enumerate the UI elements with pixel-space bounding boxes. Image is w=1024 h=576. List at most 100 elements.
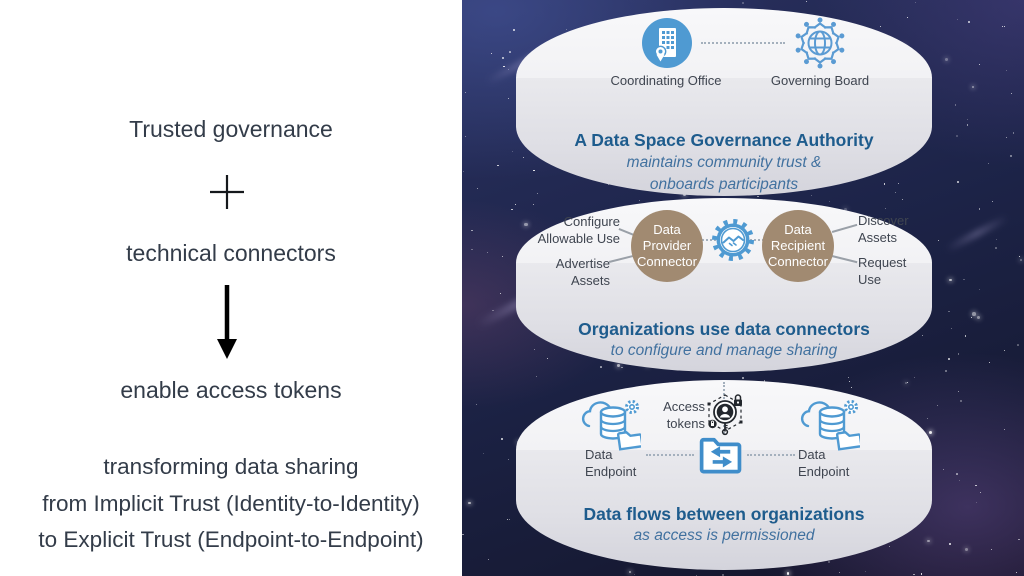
star bbox=[532, 203, 534, 205]
star bbox=[1020, 259, 1023, 262]
star bbox=[978, 208, 981, 210]
star bbox=[956, 135, 958, 137]
paragraph-line: transforming data sharing bbox=[103, 454, 359, 479]
star bbox=[547, 358, 549, 360]
star bbox=[964, 335, 966, 337]
star bbox=[638, 199, 641, 202]
star bbox=[926, 418, 928, 420]
space-background: Coordinating Office bbox=[462, 0, 1024, 576]
star bbox=[1005, 137, 1007, 139]
paragraph-line: to Explicit Trust (Endpoint-to-Endpoint) bbox=[38, 527, 424, 552]
star bbox=[980, 491, 981, 493]
enable-access-tokens-text: enable access tokens bbox=[120, 377, 342, 403]
star bbox=[942, 468, 945, 471]
star bbox=[757, 195, 759, 198]
star bbox=[465, 136, 467, 138]
star bbox=[616, 364, 620, 368]
connectors-disc: Configure Allowable Use Advertise Assets… bbox=[516, 198, 932, 372]
governing-board-icon bbox=[795, 17, 845, 69]
star bbox=[503, 65, 505, 67]
star bbox=[964, 548, 968, 552]
star bbox=[950, 327, 952, 329]
star bbox=[511, 208, 513, 211]
disc-body bbox=[516, 78, 932, 196]
disc3-title: Data flows between organizations bbox=[583, 504, 865, 524]
star bbox=[897, 182, 900, 185]
data-flow-disc: Data Endpoint Access tokens bbox=[516, 380, 932, 570]
star bbox=[991, 548, 993, 550]
star bbox=[1015, 571, 1017, 574]
star bbox=[995, 239, 997, 241]
star bbox=[945, 369, 947, 372]
data-provider-connector: Data Provider Connector bbox=[631, 210, 703, 282]
star bbox=[499, 292, 501, 294]
dotted-connector-line bbox=[646, 454, 694, 456]
star bbox=[628, 570, 632, 574]
star bbox=[972, 312, 976, 316]
star bbox=[972, 85, 975, 88]
star bbox=[850, 386, 852, 389]
star bbox=[991, 201, 993, 202]
star bbox=[491, 52, 493, 54]
star bbox=[722, 574, 724, 576]
star bbox=[958, 480, 960, 482]
star bbox=[828, 201, 830, 202]
star bbox=[907, 17, 909, 19]
disc1-subtitle-line1: maintains community trust & bbox=[626, 154, 822, 171]
star bbox=[535, 375, 537, 377]
dotted-connector-line bbox=[747, 454, 795, 456]
star bbox=[1003, 26, 1005, 27]
star bbox=[621, 366, 623, 369]
star bbox=[957, 353, 960, 355]
star bbox=[838, 572, 840, 574]
disc1-subtitle-line2: onboards participants bbox=[649, 176, 799, 193]
star bbox=[497, 164, 499, 167]
star bbox=[844, 207, 848, 211]
governance-authority-disc: Coordinating Office bbox=[516, 8, 932, 204]
star bbox=[1003, 349, 1005, 351]
star bbox=[944, 57, 949, 61]
transforming-paragraph: transforming data sharing from Implicit … bbox=[0, 449, 462, 559]
transfer-folder-icon bbox=[699, 437, 742, 474]
star bbox=[513, 29, 515, 31]
star bbox=[948, 310, 951, 313]
disc2-subtitle-line1: to configure and manage sharing bbox=[610, 342, 838, 359]
star bbox=[967, 118, 969, 120]
technical-connectors-text: technical connectors bbox=[126, 240, 336, 266]
data-endpoint-left-label: Data Endpoint bbox=[585, 447, 637, 479]
star bbox=[978, 288, 981, 291]
star bbox=[509, 51, 511, 53]
star bbox=[974, 484, 977, 487]
disc1-title: A Data Space Governance Authority bbox=[574, 130, 874, 150]
star bbox=[810, 195, 812, 196]
coordinating-office-label: Coordinating Office bbox=[610, 73, 722, 88]
star bbox=[501, 57, 504, 60]
access-token-icon bbox=[707, 394, 743, 436]
data-endpoint-right-label: Data Endpoint bbox=[798, 447, 850, 479]
star bbox=[914, 1, 916, 3]
star bbox=[828, 561, 831, 564]
access-tokens-label: Access tokens bbox=[663, 399, 705, 431]
disc2-title: Organizations use data connectors bbox=[578, 319, 870, 339]
star bbox=[885, 208, 887, 210]
star bbox=[889, 546, 891, 548]
coordinating-office-icon bbox=[642, 18, 692, 68]
star bbox=[492, 309, 494, 312]
star bbox=[1018, 538, 1020, 541]
star bbox=[533, 348, 536, 351]
star bbox=[901, 199, 903, 201]
star bbox=[508, 458, 510, 460]
star bbox=[486, 251, 488, 253]
paragraph-line: from Implicit Trust (Identity-to-Identit… bbox=[42, 490, 420, 516]
star bbox=[508, 519, 510, 521]
star bbox=[927, 539, 930, 543]
star bbox=[954, 104, 957, 106]
star bbox=[465, 91, 467, 93]
star bbox=[501, 255, 503, 258]
star bbox=[1010, 155, 1012, 157]
star bbox=[1003, 429, 1005, 431]
star bbox=[987, 162, 990, 165]
star bbox=[865, 571, 867, 573]
star bbox=[905, 382, 908, 385]
star bbox=[976, 316, 980, 320]
